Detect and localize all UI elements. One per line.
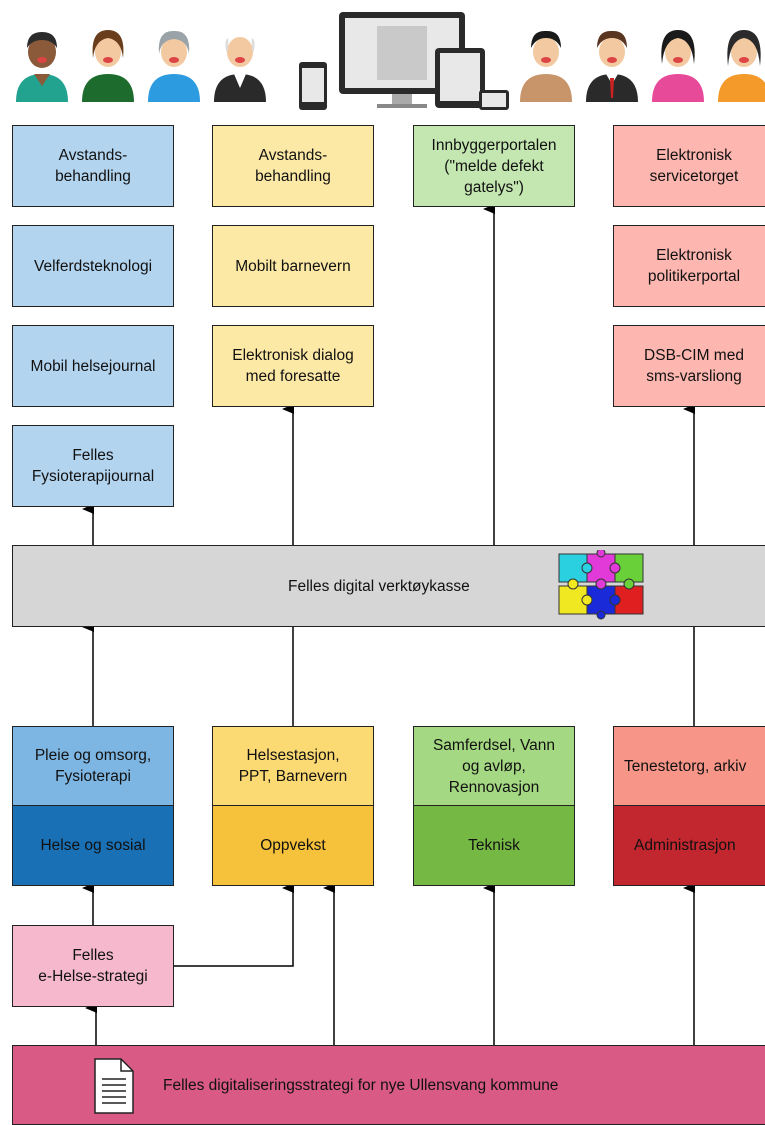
digitalization-strategy-bar: Felles digitaliseringsstrategi for nye U…	[12, 1045, 765, 1125]
person-icon	[148, 30, 200, 102]
service-velferdsteknologi: Velferdsteknologi	[12, 225, 174, 307]
department-administrasjon: Administrasjon	[613, 805, 765, 886]
person-icon	[82, 30, 134, 102]
puzzle-icon	[558, 550, 644, 620]
service-mobil-helsejournal: Mobil helsejournal	[12, 325, 174, 407]
ehealth-strategy-box: Felles e-Helse-strategi	[12, 925, 174, 1007]
digital-toolkit-bar: Felles digital verktøykasse	[12, 545, 765, 627]
service-elektronisk-politikerportal: Elektronisk politikerportal	[613, 225, 765, 307]
person-icon	[718, 30, 765, 102]
department-oppvekst: Oppvekst	[212, 805, 374, 886]
document-icon	[94, 1058, 134, 1114]
service-elektronisk-servicetorget: Elektronisk servicetorget	[613, 125, 765, 207]
service-elektronisk-dialog: Elektronisk dialog med foresatte	[212, 325, 374, 407]
strategy-label: Felles digitaliseringsstrategi for nye U…	[163, 1076, 559, 1094]
department-teknisk: Teknisk	[413, 805, 575, 886]
person-icon	[586, 30, 638, 102]
service-avstandsbehandling-oppvekst: Avstands- behandling	[212, 125, 374, 207]
service-felles-fysioterapijournal: Felles Fysioterapijournal	[12, 425, 174, 507]
unit-tenestetorg-label: Tenestetorg, arkiv	[624, 757, 747, 775]
unit-tenestetorg: Tenestetorg, arkiv	[613, 726, 765, 806]
service-mobilt-barnevern: Mobilt barnevern	[212, 225, 374, 307]
person-icon	[652, 30, 704, 102]
unit-pleie-og-omsorg: Pleie og omsorg, Fysioterapi	[12, 726, 174, 806]
arrow-ehealth-to-oppvekst	[174, 883, 294, 967]
service-dsb-cim: DSB-CIM med sms-varsliong	[613, 325, 765, 407]
service-avstandsbehandling-helse: Avstands- behandling	[12, 125, 174, 207]
device-icon	[299, 12, 509, 110]
person-icon	[16, 32, 68, 102]
department-helse-og-sosial: Helse og sosial	[12, 805, 174, 886]
person-icon	[214, 37, 266, 102]
unit-samferdsel: Samferdsel, Vann og avløp, Rennovasjon	[413, 726, 575, 806]
department-administrasjon-label: Administrasjon	[634, 837, 736, 854]
person-icon	[520, 30, 572, 102]
unit-helsestasjon: Helsestasjon, PPT, Barnevern	[212, 726, 374, 806]
service-innbyggerportalen: Innbyggerportalen ("melde defekt gatelys…	[413, 125, 575, 207]
toolkit-label: Felles digital verktøykasse	[288, 577, 470, 595]
